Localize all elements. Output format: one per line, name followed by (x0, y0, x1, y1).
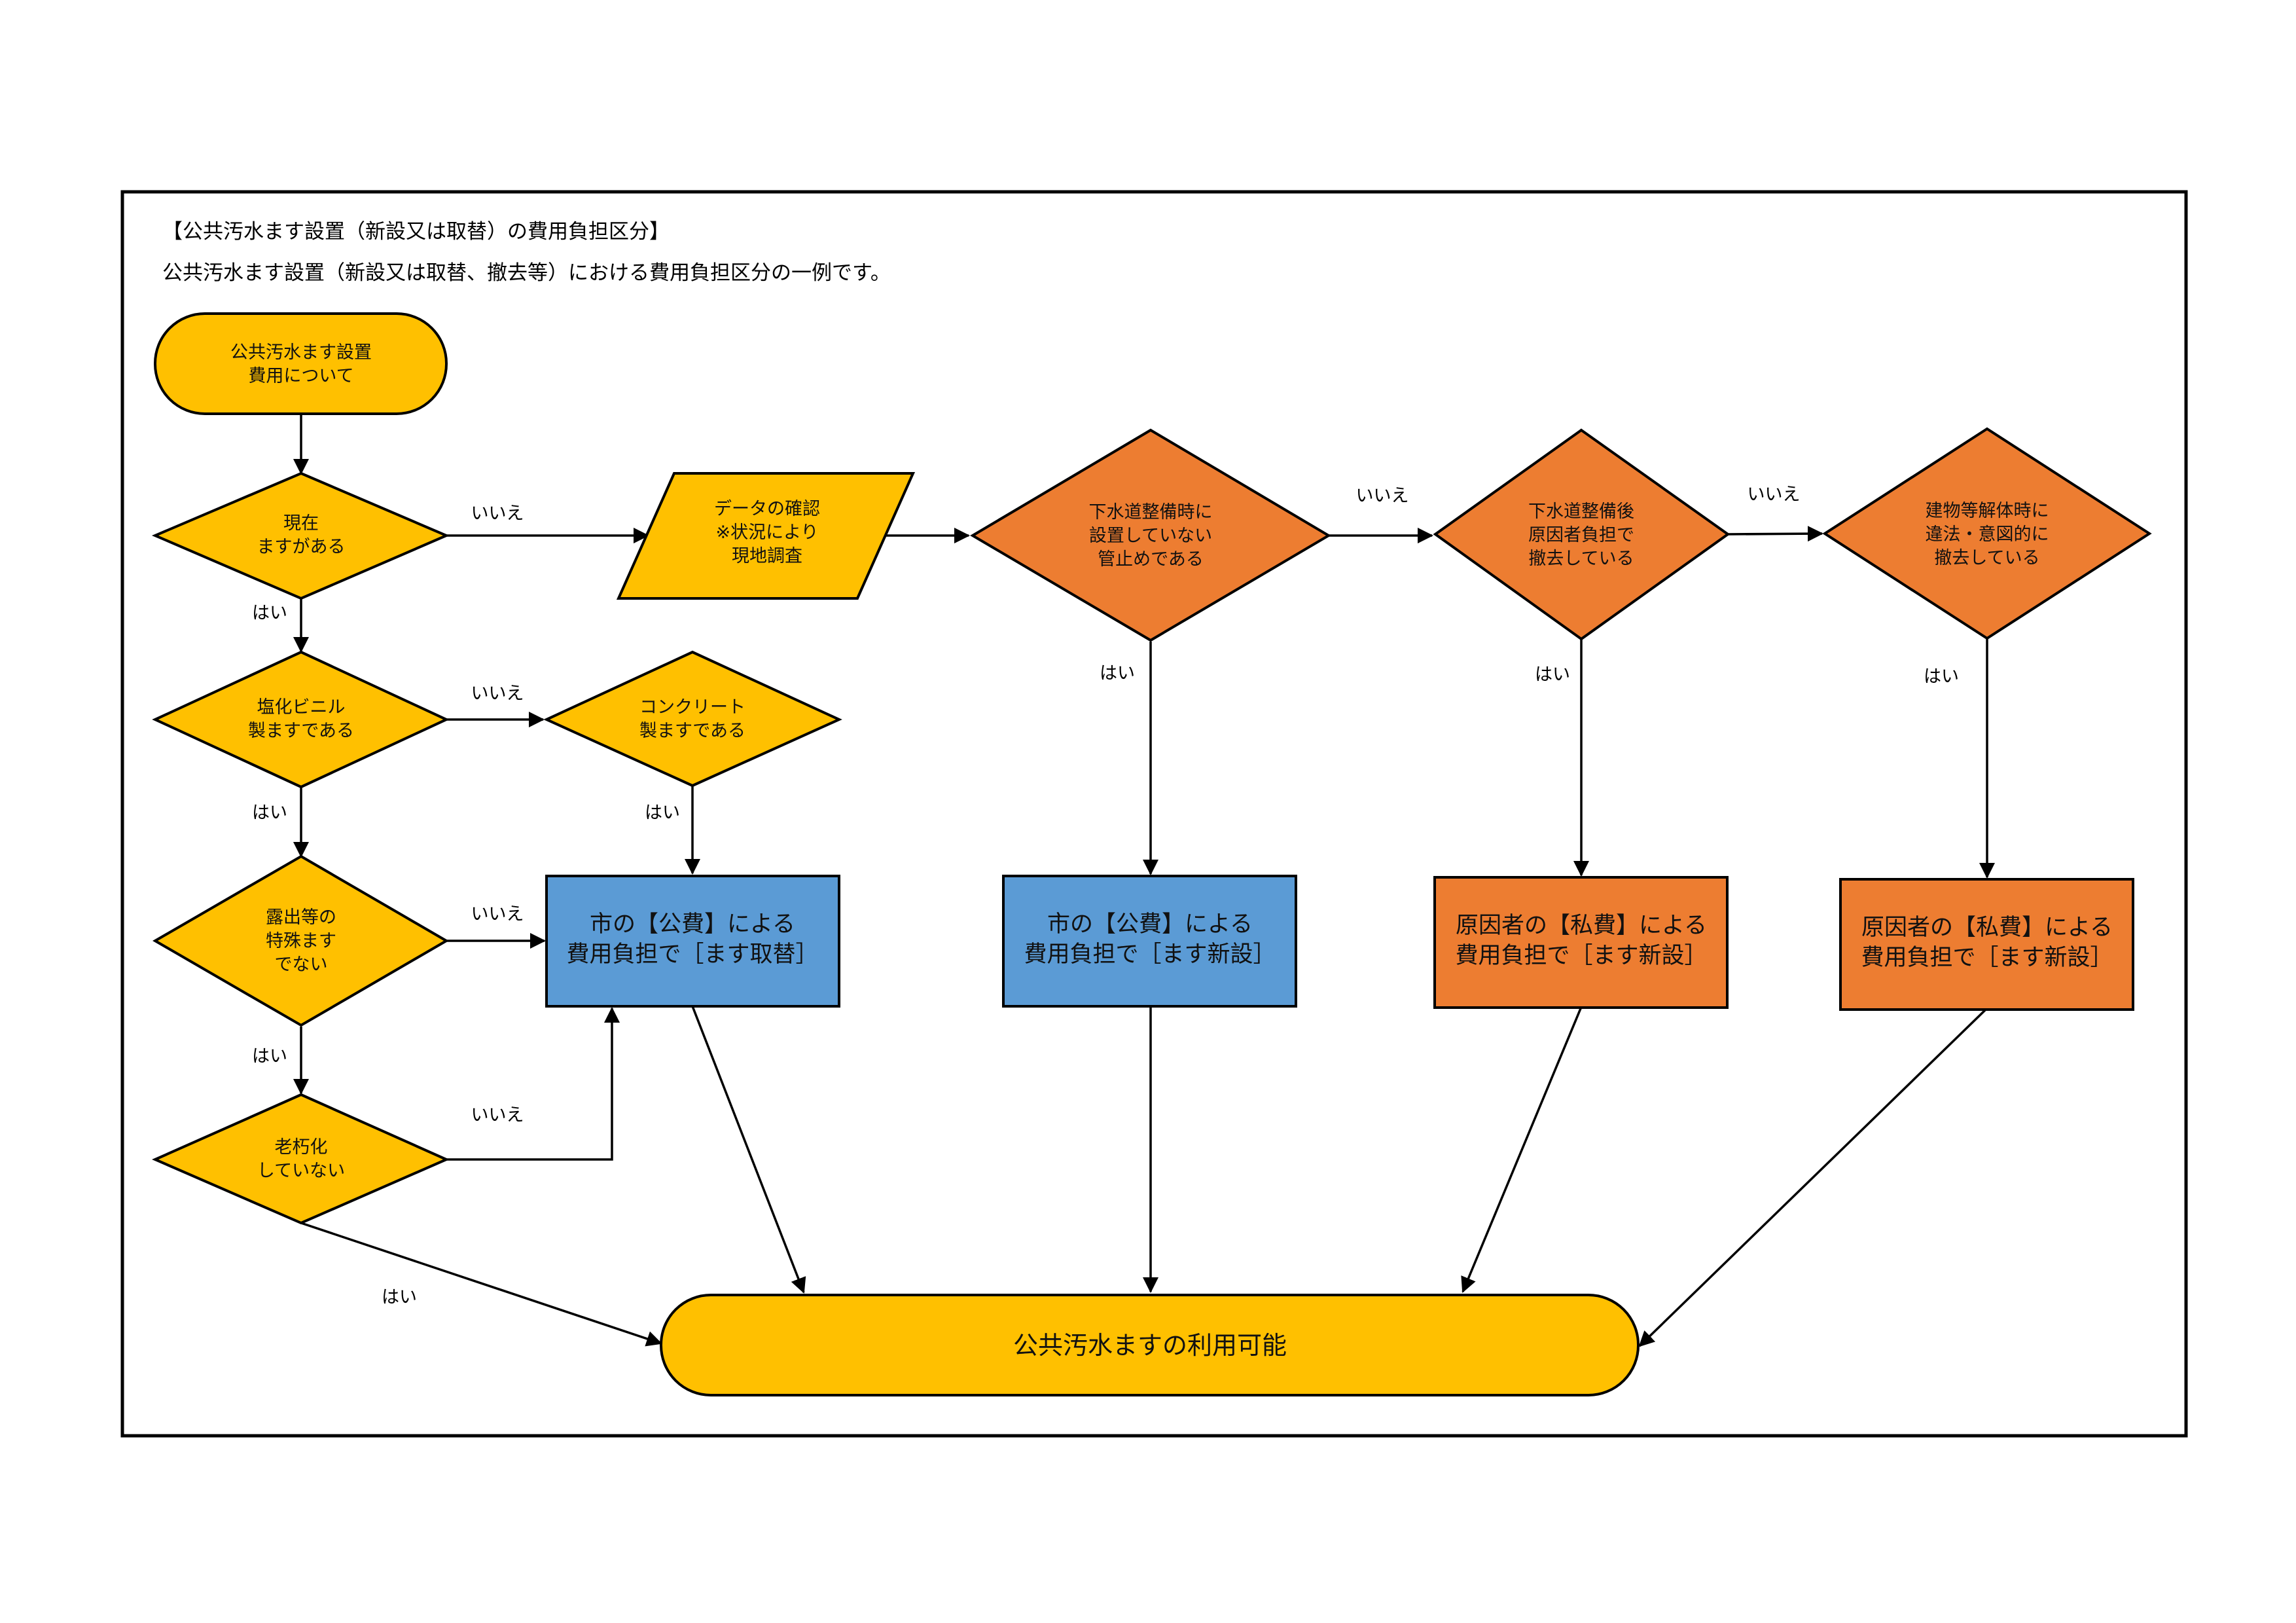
label-no-removed: いいえ (1748, 484, 1801, 505)
node-data-check: データの確認 ※状況により 現地調査 (616, 472, 916, 600)
label-yes-pvc: はい (252, 803, 287, 823)
node-start: 公共汚水ます設置 費用について (154, 312, 448, 415)
label-yes-aged: はい (382, 1287, 417, 1307)
decision-removed-after-line-1: 下水道整備後 (1528, 501, 1634, 522)
box-city-replace-line-1: 市の【公費】による (590, 911, 795, 938)
decision-pvc-line-2: 製ますである (248, 721, 354, 741)
decision-exists: 現在 ますがある (151, 471, 450, 600)
decision-aged-line-1: 老朽化 (275, 1137, 328, 1158)
decision-not-installed: 下水道整備時に 設置していない 管止めである (970, 428, 1331, 642)
node-start-line-2: 費用について (248, 366, 353, 386)
edge-private2-to-end (1638, 1007, 1988, 1347)
decision-illegal-line-1: 建物等解体時に (1926, 501, 2049, 521)
edge-private1-to-end (1461, 1006, 1583, 1293)
node-start-line-1: 公共汚水ます設置 (230, 342, 372, 363)
edge-cityreplace-to-end (691, 1006, 806, 1294)
diagram-title: 【公共汚水ます設置（新設又は取替）の費用負担区分】 (162, 220, 670, 244)
label-yes-exists: はい (252, 603, 287, 623)
label-no-pvc: いいえ (471, 684, 524, 704)
decision-illegal: 建物等解体時に 違法・意図的に 撤去している (1822, 427, 2152, 640)
box-private-new-1: 原因者の【私費】による 費用負担で［ます新設］ (1433, 876, 1729, 1009)
label-yes-notinstalled: はい (1100, 663, 1135, 684)
decision-illegal-line-3: 撤去している (1934, 548, 2039, 568)
label-yes-special: はい (252, 1046, 287, 1067)
box-private-new-1-line-1: 原因者の【私費】による (1456, 913, 1707, 939)
decision-concrete-line-1: コンクリート (639, 697, 745, 718)
node-data-check-line-3: 現地調査 (732, 546, 802, 566)
node-data-check-line-2: ※状況により (715, 522, 818, 543)
decision-special: 露出等の 特殊ます でない (152, 854, 449, 1027)
box-city-new: 市の【公費】による 費用負担で［ます新設］ (1002, 875, 1297, 1008)
node-end: 公共汚水ますの利用可能 (660, 1294, 1640, 1396)
box-private-new-1-line-2: 費用負担で［ます新設］ (1455, 943, 1707, 969)
decision-special-line-3: でない (275, 955, 328, 975)
decision-concrete-line-2: 製ますである (639, 721, 745, 741)
decision-special-line-1: 露出等の (266, 907, 336, 928)
box-city-replace: 市の【公費】による 費用負担で［ます取替］ (545, 875, 840, 1008)
decision-not-installed-line-3: 管止めである (1098, 549, 1204, 570)
box-city-new-line-2: 費用負担で［ます新設］ (1024, 941, 1276, 968)
decision-pvc: 塩化ビニル 製ますである (152, 650, 450, 789)
decision-exists-line-1: 現在 (283, 513, 319, 534)
label-no-notinstalled: いいえ (1356, 486, 1409, 506)
decision-pvc-line-1: 塩化ビニル (257, 697, 346, 718)
decision-removed-after: 下水道整備後 原因者負担で 撤去している (1433, 428, 1731, 641)
decision-aged: 老朽化 していない (152, 1093, 450, 1225)
box-city-new-line-1: 市の【公費】による (1047, 911, 1253, 938)
label-no-exists: いいえ (471, 503, 524, 524)
box-private-new-2: 原因者の【私費】による 費用負担で［ます新設］ (1839, 878, 2134, 1011)
decision-illegal-line-2: 違法・意図的に (1926, 524, 2049, 545)
decision-not-installed-line-2: 設置していない (1089, 526, 1212, 546)
node-data-check-line-1: データの確認 (714, 499, 820, 519)
label-yes-removed: はい (1535, 665, 1570, 685)
node-end-label: 公共汚水ますの利用可能 (1013, 1331, 1287, 1360)
edges (293, 414, 1995, 1347)
edge-aged-to-cityreplace (446, 1007, 620, 1161)
label-yes-concrete: はい (645, 803, 680, 823)
decision-special-line-2: 特殊ます (266, 931, 336, 951)
box-private-new-2-line-2: 費用負担で［ます新設］ (1861, 945, 2113, 971)
diagram-frame (120, 190, 2188, 1438)
edge-labels: いいえ はい いいえ いいえ はい はい はい いいえ はい はい いいえ はい… (252, 484, 1959, 1307)
decision-removed-after-line-2: 原因者負担で (1528, 525, 1634, 545)
edge-aged-to-end (300, 1222, 662, 1347)
label-yes-illegal: はい (1924, 666, 1959, 687)
decision-aged-line-2: していない (257, 1161, 345, 1181)
decision-not-installed-line-1: 下水道整備時に (1089, 502, 1213, 522)
box-private-new-2-line-1: 原因者の【私費】による (1861, 915, 2113, 941)
decision-exists-line-2: ますがある (257, 537, 346, 557)
label-no-special: いいえ (471, 904, 524, 924)
box-city-replace-line-2: 費用負担で［ます取替］ (566, 941, 818, 968)
decision-removed-after-line-3: 撤去している (1528, 549, 1634, 569)
label-no-aged: いいえ (471, 1105, 524, 1125)
diagram-subtitle: 公共汚水ます設置（新設又は取替、撤去等）における費用負担区分の一例です。 (162, 261, 891, 285)
decision-concrete: コンクリート 製ますである (543, 650, 842, 788)
